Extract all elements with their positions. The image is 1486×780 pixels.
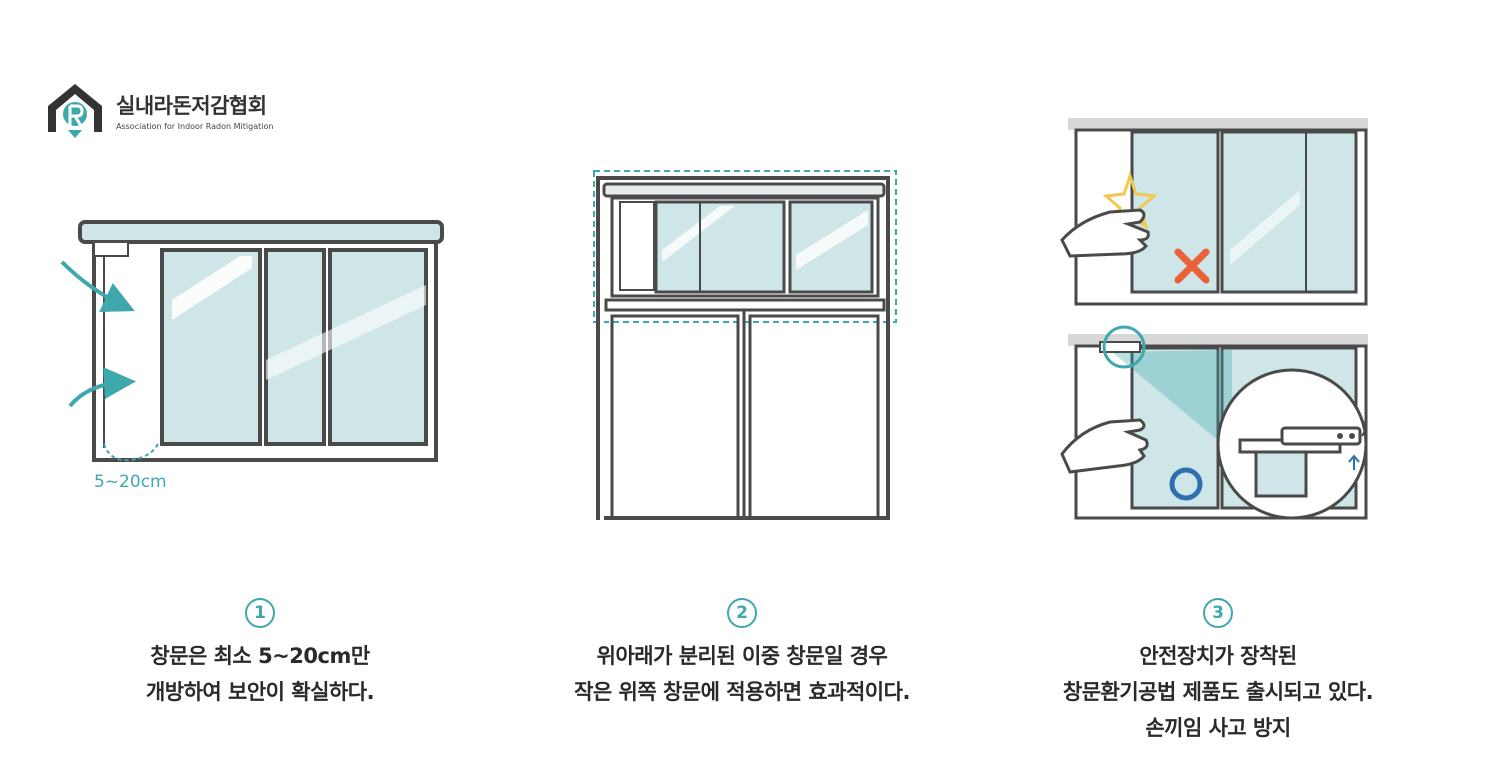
caption-2-line-1: 위아래가 분리된 이중 창문일 경우 bbox=[596, 644, 888, 668]
dimension-label: 5~20cm bbox=[94, 472, 167, 492]
caption-3-line-3: 손끼임 사고 방지 bbox=[1145, 716, 1291, 740]
window-illustration-3-bottom bbox=[1060, 325, 1368, 520]
hand-icon bbox=[1060, 418, 1149, 474]
house-r-icon bbox=[48, 84, 102, 138]
logo: 실내라돈저감협회 Association for Indoor Radon Mi… bbox=[44, 80, 273, 140]
step-number-3: 3 bbox=[1203, 598, 1233, 628]
caption-2-line-2: 작은 위쪽 창문에 적용하면 효과적이다. bbox=[574, 680, 910, 704]
safety-ring-icon bbox=[1169, 467, 1203, 501]
hand-icon bbox=[1060, 208, 1150, 258]
warning-x-icon bbox=[1174, 248, 1210, 284]
caption-3-line-2: 창문환기공법 제품도 출시되고 있다. bbox=[1062, 680, 1374, 704]
illustrations bbox=[60, 118, 1368, 520]
caption-1: 1 창문은 최소 5~20cm만 개방하여 보안이 확실하다. bbox=[30, 598, 490, 710]
caption-3: 3 안전장치가 장착된 창문환기공법 제품도 출시되고 있다. 손끼임 사고 방… bbox=[988, 598, 1448, 746]
caption-1-line-1: 창문은 최소 5~20cm만 bbox=[150, 644, 370, 668]
window-illustration-1 bbox=[60, 220, 444, 462]
step-number-2: 2 bbox=[727, 598, 757, 628]
window-illustration-2 bbox=[593, 170, 897, 520]
caption-2: 2 위아래가 분리된 이중 창문일 경우 작은 위쪽 창문에 적용하면 효과적이… bbox=[512, 598, 972, 710]
caption-1-line-2: 개방하여 보안이 확실하다. bbox=[145, 680, 375, 704]
step-number-1: 1 bbox=[245, 598, 275, 628]
window-illustration-3-top bbox=[1060, 118, 1368, 306]
logo-name-ko: 실내라돈저감협회 bbox=[116, 93, 267, 118]
caption-3-line-1: 안전장치가 장착된 bbox=[1139, 644, 1297, 668]
logo-name-en: Association for Indoor Radon Mitigation bbox=[116, 121, 274, 131]
